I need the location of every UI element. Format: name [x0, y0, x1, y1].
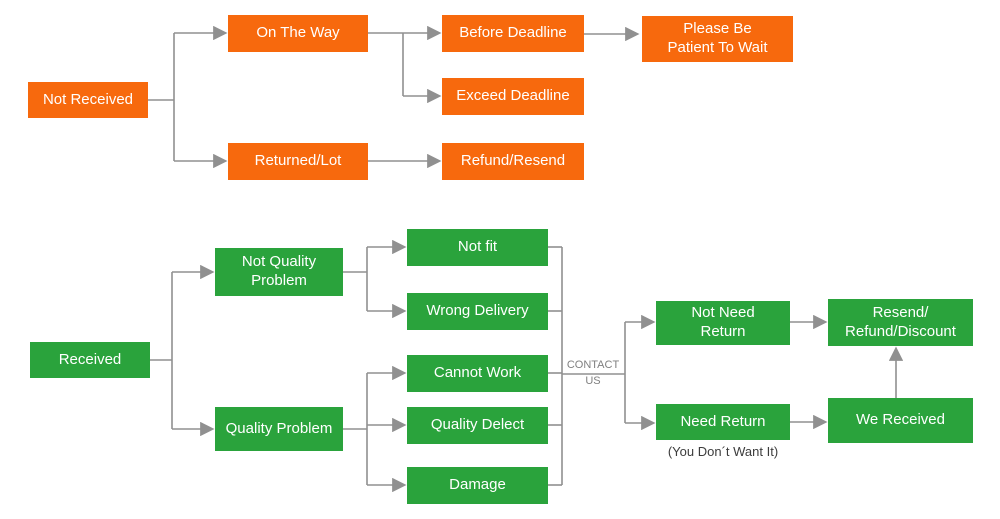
node-not-need-return: Not Need Return: [656, 301, 790, 345]
node-wrong-delivery: Wrong Delivery: [407, 293, 548, 330]
contact-us-label: CONTACT US: [566, 359, 620, 387]
node-returned-lot: Returned/Lot: [228, 143, 368, 180]
node-not-received: Not Received: [28, 82, 148, 118]
node-damage: Damage: [407, 467, 548, 504]
node-quality-delect: Quality Delect: [407, 407, 548, 444]
node-not-quality-problem: Not Quality Problem: [215, 248, 343, 296]
node-before-deadline: Before Deadline: [442, 15, 584, 52]
node-we-received: We Received: [828, 398, 973, 443]
node-quality-problem: Quality Problem: [215, 407, 343, 451]
node-cannot-work: Cannot Work: [407, 355, 548, 392]
connectors-return-outcomes: [790, 314, 904, 430]
node-received: Received: [30, 342, 150, 378]
node-please-be-patient-to-wait: Please Be Patient To Wait: [642, 16, 793, 62]
node-on-the-way: On The Way: [228, 15, 368, 52]
connectors-contact-us-junction: [548, 246, 656, 486]
need-return-note: (You Don´t Want It): [667, 444, 779, 459]
node-not-fit: Not fit: [407, 229, 548, 266]
connectors-received-branch: [150, 239, 407, 493]
node-exceed-deadline: Exceed Deadline: [442, 78, 584, 115]
node-need-return: Need Return: [656, 404, 790, 440]
node-refund-resend: Refund/Resend: [442, 143, 584, 180]
node-resend-refund-discount: Resend/ Refund/Discount: [828, 299, 973, 346]
connectors-not-received-branch: [148, 25, 640, 169]
